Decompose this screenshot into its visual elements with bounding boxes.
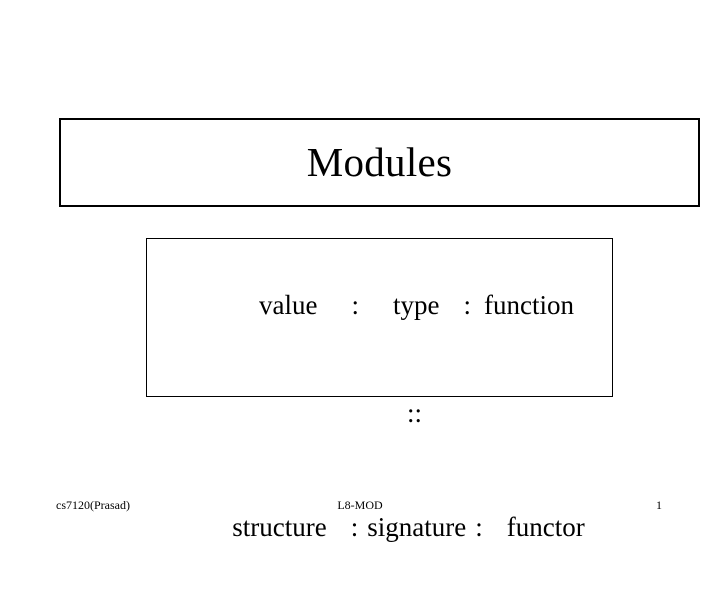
slide-canvas: Modules value: type: function :: structure… [0, 118, 720, 542]
content-rows: value:type:function :: structure:signatu… [147, 239, 612, 542]
title-box: Modules [59, 118, 700, 207]
footer-page-number: 1 [656, 498, 662, 512]
term-functor: functor [506, 512, 585, 542]
separator-colon-4: : [475, 512, 483, 542]
page-title: Modules [306, 139, 453, 185]
content-row-value-type-function: value: type: function [147, 248, 622, 362]
footer-lecture-label: L8-MOD [337, 498, 383, 512]
term-type: type [393, 290, 440, 320]
separator-colon-3: : [350, 512, 359, 542]
separator-colon-2: : [463, 290, 472, 320]
term-function: function [484, 290, 574, 320]
term-signature: signature [367, 512, 467, 542]
separator-colon-1: : [351, 290, 359, 320]
content-row-double-colon: :: [147, 362, 620, 464]
content-row-structure-signature-functor: structure: signature: functor [147, 464, 614, 590]
footer-course-label: cs7120(Prasad) [56, 498, 130, 512]
content-box: value:type:function :: structure:signatu… [146, 238, 613, 542]
slide-footer: cs7120(Prasad) L8-MOD 1 [0, 494, 720, 516]
term-value: value [259, 290, 318, 320]
separator-double-colon: :: [406, 398, 422, 428]
term-structure: structure [232, 512, 327, 542]
